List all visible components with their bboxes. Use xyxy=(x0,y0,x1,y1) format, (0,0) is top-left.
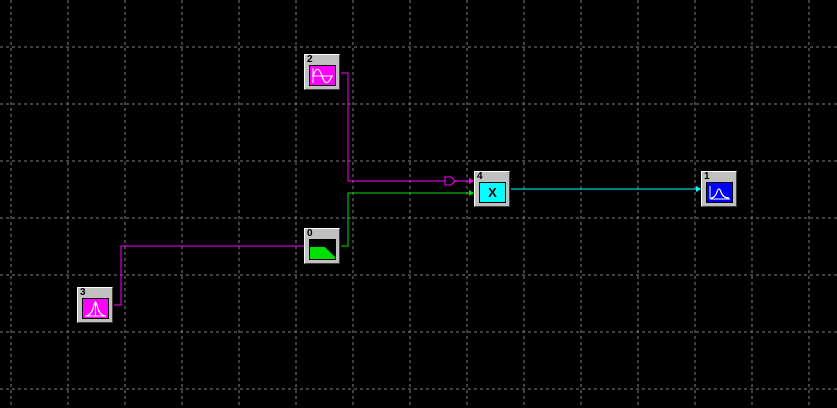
filter-response-icon xyxy=(309,239,336,260)
block-number: 0 xyxy=(307,228,313,239)
multiply-icon: X xyxy=(479,182,506,203)
wires xyxy=(114,72,701,306)
multiply-label: X xyxy=(488,185,497,200)
sine-wave-icon xyxy=(309,65,336,86)
block-signal-sink[interactable]: 1 xyxy=(701,171,737,207)
gaussian-pdf-icon xyxy=(82,298,109,319)
block-multiplier[interactable]: 4 X xyxy=(474,171,510,207)
wire-arrow-sink-in xyxy=(696,186,701,192)
block-number: 1 xyxy=(704,171,710,182)
wire-sine-to-multiplier[interactable] xyxy=(341,72,445,182)
wire-arrow-mult-in-1 xyxy=(469,178,474,184)
wire-arrow-mult-in-2 xyxy=(469,190,474,196)
wire-noise-to-filter[interactable] xyxy=(114,245,305,306)
block-sine-generator[interactable]: 2 xyxy=(304,54,340,90)
wire-filter-to-multiplier[interactable] xyxy=(341,192,469,247)
block-lowpass-filter[interactable]: 0 xyxy=(304,228,340,264)
plot-icon xyxy=(706,182,733,203)
block-number: 3 xyxy=(80,287,86,298)
wire-connector-icon xyxy=(444,176,456,186)
block-noise-source[interactable]: 3 xyxy=(77,287,113,323)
block-number: 2 xyxy=(307,54,313,65)
block-number: 4 xyxy=(477,171,483,182)
